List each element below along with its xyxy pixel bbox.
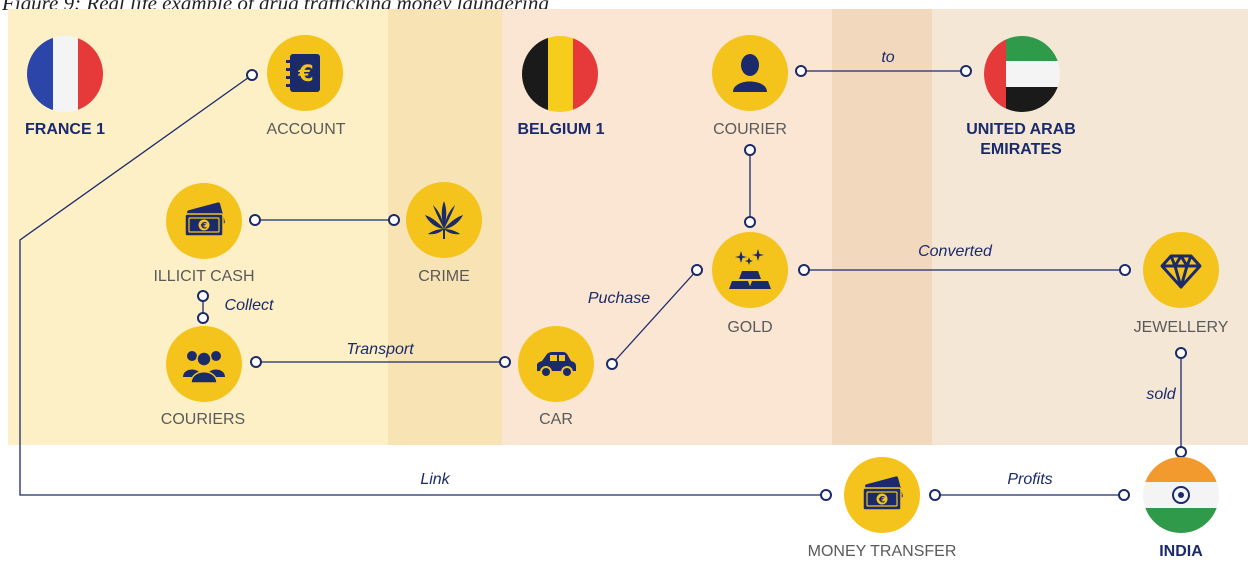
crime-label: CRIME xyxy=(418,268,470,285)
transport-edge-label: Transport xyxy=(346,341,414,358)
belgium-uae-divider xyxy=(832,9,932,445)
couriers-label: COURIERS xyxy=(160,411,246,428)
illicit-cash-node: € xyxy=(166,183,242,259)
to-edge-label: to xyxy=(881,49,895,66)
connector-dot xyxy=(606,358,618,370)
courier-node xyxy=(712,35,788,111)
france-label: FRANCE 1 xyxy=(24,121,106,138)
car-node xyxy=(518,326,594,402)
diamond-icon xyxy=(1160,254,1202,289)
connector-dot xyxy=(388,214,400,226)
profits-edge-label: Profits xyxy=(1007,471,1053,488)
connector-dot xyxy=(744,144,756,156)
euro-ledger-icon: € xyxy=(286,54,320,92)
banknotes-icon: € xyxy=(862,476,903,511)
connector-dot xyxy=(820,489,832,501)
account-label: ACCOUNT xyxy=(266,121,346,138)
svg-text:€: € xyxy=(878,496,885,506)
crime-node xyxy=(406,182,482,258)
collect-edge-label: Collect xyxy=(224,297,274,314)
connector-dot xyxy=(691,264,703,276)
connector-dot xyxy=(1119,264,1131,276)
svg-text:€: € xyxy=(297,62,313,87)
link-line xyxy=(19,74,826,496)
connector-dot xyxy=(795,65,807,77)
converted-edge-label: Converted xyxy=(918,243,992,260)
connector-dot xyxy=(1175,347,1187,359)
connector-dot xyxy=(1118,489,1130,501)
connector-dot xyxy=(197,312,209,324)
connector-dot xyxy=(929,489,941,501)
connector-dot xyxy=(499,356,511,368)
belgium-flag-icon xyxy=(522,36,598,112)
couriers-node xyxy=(166,326,242,402)
illicit-cash-label: ILLICIT CASH xyxy=(153,268,255,285)
sold-edge-label: sold xyxy=(1146,386,1176,403)
car-icon xyxy=(537,352,576,378)
belgium-label: BELGIUM 1 xyxy=(517,121,605,138)
connector-dot xyxy=(960,65,972,77)
connector-dot xyxy=(197,290,209,302)
connector-dot xyxy=(744,216,756,228)
france-flag-icon xyxy=(27,36,103,112)
uae-flag-icon xyxy=(984,36,1060,112)
puchase-edge-label: Puchase xyxy=(587,290,651,307)
gold-label: GOLD xyxy=(727,319,773,336)
person-icon xyxy=(733,54,767,92)
gold-bars-icon xyxy=(729,249,771,289)
connector-dot xyxy=(249,214,261,226)
jewellery-label: JEWELLERY xyxy=(1133,319,1229,336)
uae-label: UNITED ARAB EMIRATES xyxy=(966,121,1076,158)
gold-node xyxy=(712,232,788,308)
car-label: CAR xyxy=(539,411,573,428)
svg-text:€: € xyxy=(200,222,207,232)
jewellery-node xyxy=(1143,232,1219,308)
money-transfer-label: MONEY TRANSFER xyxy=(807,543,957,560)
connector-dot xyxy=(246,69,258,81)
india-flag-icon xyxy=(1143,457,1219,533)
cannabis-leaf-icon xyxy=(425,201,463,239)
money-transfer-node: € xyxy=(844,457,920,533)
puchase-line xyxy=(611,269,698,365)
account-node: € xyxy=(267,35,343,111)
banknotes-icon: € xyxy=(184,202,225,237)
india-label: INDIA xyxy=(1159,543,1203,560)
connector-dot xyxy=(250,356,262,368)
connector-dot xyxy=(798,264,810,276)
group-icon xyxy=(183,351,225,384)
courier-label: COURIER xyxy=(713,121,787,138)
link-edge-label: Link xyxy=(420,471,450,488)
